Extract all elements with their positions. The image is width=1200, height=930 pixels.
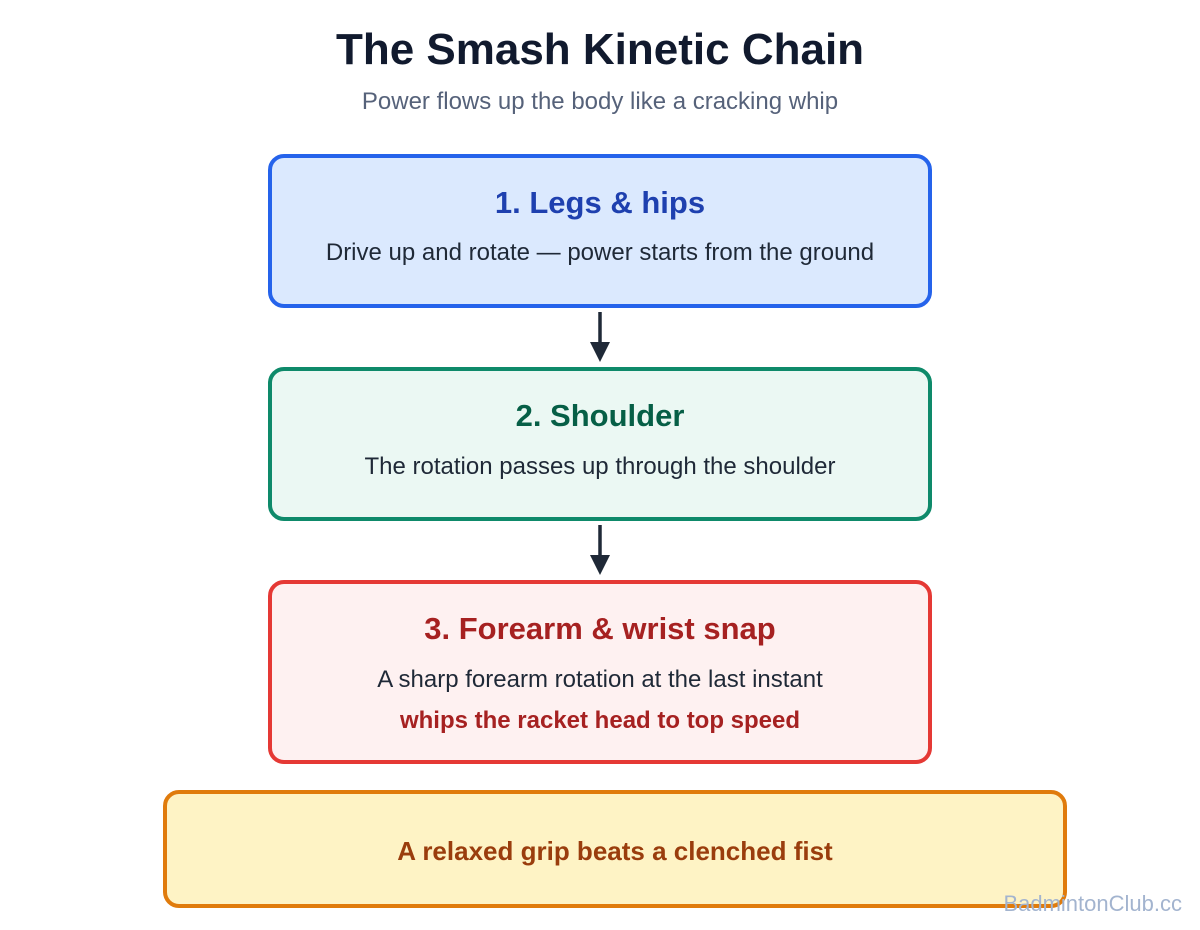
step-title: 1. Legs & hips bbox=[494, 185, 706, 220]
page-title: The Smash Kinetic Chain bbox=[335, 25, 865, 74]
step-forearm-wrist-box: 3. Forearm & wrist snap A sharp forearm … bbox=[268, 580, 932, 764]
step-title: 3. Forearm & wrist snap bbox=[424, 611, 776, 646]
step-emphasis: whips the racket head to top speed bbox=[399, 707, 801, 734]
step-title: 2. Shoulder bbox=[515, 398, 685, 433]
step-description: The rotation passes up through the shoul… bbox=[364, 453, 836, 480]
arrow-down-icon bbox=[590, 312, 610, 362]
step-description: A sharp forearm rotation at the last ins… bbox=[377, 666, 823, 693]
watermark: BadmintonClub.cc bbox=[1003, 891, 1182, 916]
page-subtitle: Power flows up the body like a cracking … bbox=[361, 88, 839, 115]
tip-text: A relaxed grip beats a clenched fist bbox=[397, 836, 833, 866]
tip-callout-box: A relaxed grip beats a clenched fist bbox=[163, 790, 1067, 908]
step-legs-hips-box: 1. Legs & hips Drive up and rotate — pow… bbox=[268, 154, 932, 308]
step-description: Drive up and rotate — power starts from … bbox=[325, 239, 875, 266]
step-shoulder-box: 2. Shoulder The rotation passes up throu… bbox=[268, 367, 932, 521]
arrow-down-icon bbox=[590, 525, 610, 575]
